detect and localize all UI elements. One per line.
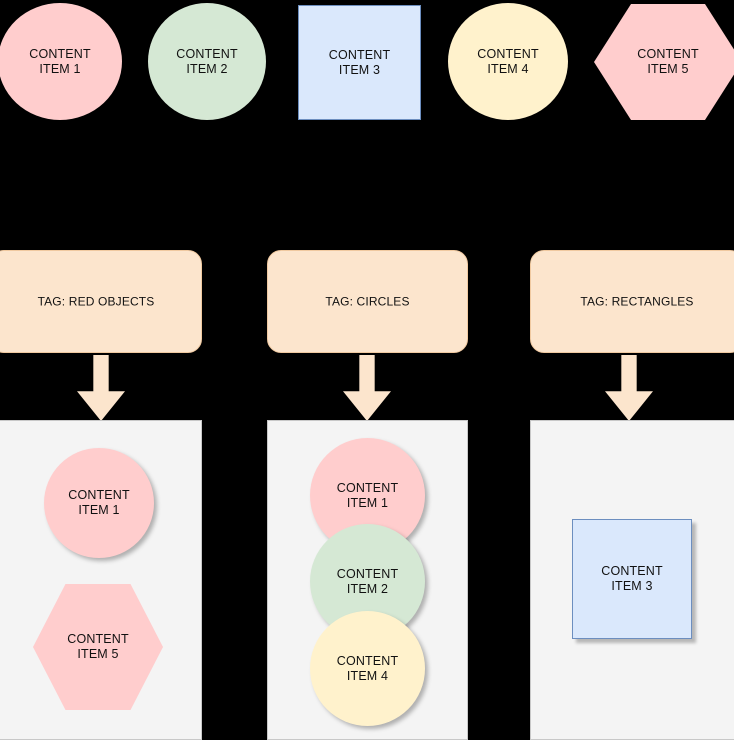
tag-circles-box[interactable]: TAG: CIRCLES [267, 250, 468, 353]
group-red-objects-item-1[interactable]: CONTENT ITEM 1 [44, 448, 154, 558]
content-item-3-label: CONTENT ITEM 3 [328, 47, 391, 77]
tag-red-objects-box[interactable]: TAG: RED OBJECTS [0, 250, 202, 353]
group-rectangles-panel: CONTENT ITEM 3 [530, 420, 734, 740]
content-item-2-shape[interactable]: CONTENT ITEM 2 [148, 3, 266, 120]
down-arrow-icon-rectangles [605, 355, 653, 421]
group-red-objects-item-5-label: CONTENT ITEM 5 [67, 632, 129, 661]
group-circles-item-2-label: CONTENT ITEM 2 [336, 566, 399, 596]
content-item-5-label: CONTENT ITEM 5 [637, 47, 699, 76]
content-item-1-label: CONTENT ITEM 1 [29, 46, 91, 76]
content-item-3-shape[interactable]: CONTENT ITEM 3 [298, 5, 421, 120]
content-item-2-label: CONTENT ITEM 2 [176, 46, 238, 76]
group-circles-item-4-label: CONTENT ITEM 4 [336, 653, 399, 683]
tag-circles-label: TAG: CIRCLES [325, 294, 410, 308]
content-item-1-shape[interactable]: CONTENT ITEM 1 [0, 3, 122, 120]
group-circles-item-1-label: CONTENT ITEM 1 [336, 480, 399, 510]
tag-rectangles-box[interactable]: TAG: RECTANGLES [530, 250, 734, 353]
down-arrow-icon-red-objects [77, 355, 125, 421]
group-red-objects-panel: CONTENT ITEM 1 CONTENT ITEM 5 [0, 420, 202, 740]
tag-rectangles-label: TAG: RECTANGLES [580, 294, 694, 308]
group-rectangles-item-3[interactable]: CONTENT ITEM 3 [572, 519, 692, 639]
group-rectangles-item-3-label: CONTENT ITEM 3 [601, 564, 663, 593]
tag-red-objects-label: TAG: RED OBJECTS [37, 294, 155, 308]
group-circles-item-4[interactable]: CONTENT ITEM 4 [310, 611, 425, 726]
group-red-objects-item-5[interactable]: CONTENT ITEM 5 [33, 584, 163, 710]
content-item-4-shape[interactable]: CONTENT ITEM 4 [448, 3, 568, 120]
content-item-4-label: CONTENT ITEM 4 [477, 46, 539, 76]
down-arrow-icon-circles [343, 355, 391, 421]
group-circles-panel: CONTENT ITEM 1 CONTENT ITEM 2 CONTENT IT… [267, 420, 468, 740]
content-item-5-shape[interactable]: CONTENT ITEM 5 [594, 4, 734, 120]
group-red-objects-item-1-label: CONTENT ITEM 1 [68, 488, 130, 517]
